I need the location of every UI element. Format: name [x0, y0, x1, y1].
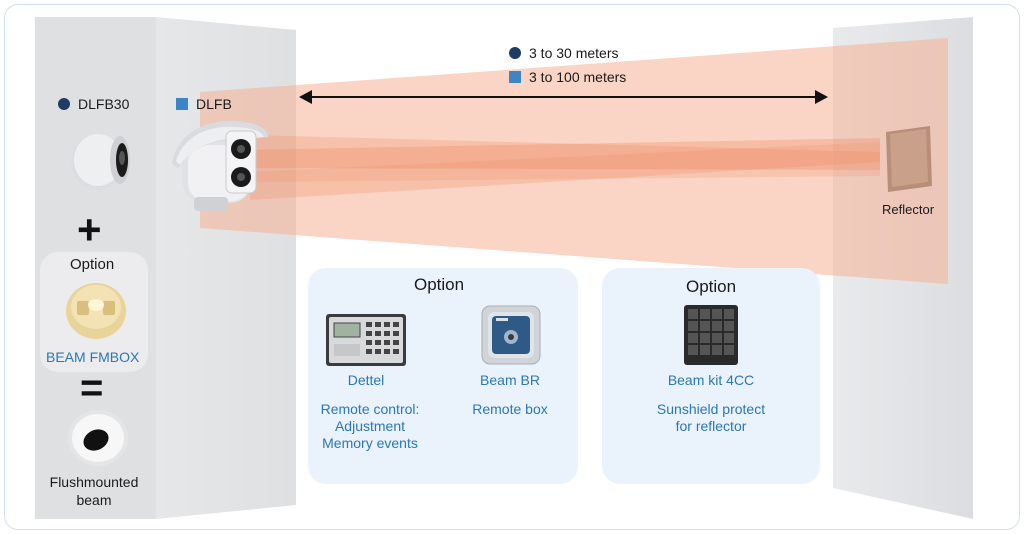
beam-kit-desc-line-1: Sunshield protect	[656, 401, 766, 417]
beam-cross-b	[250, 142, 880, 182]
fmbox-option-title: Option	[70, 256, 115, 273]
beam-br-device-image	[481, 305, 541, 365]
flushmounted-label-line-2: beam	[76, 492, 112, 509]
legend-range-100: 3 to 100 meters	[509, 69, 626, 85]
beam-br-description: Remote box	[450, 401, 570, 417]
flushmounted-label-line-1: Flushmounted	[49, 474, 139, 490]
dlfb30-label: DLFB30	[58, 96, 129, 112]
dettel-device-image	[326, 314, 406, 366]
beam-kit-desc-line-2: for reflector	[675, 418, 747, 435]
dettel-desc-line-1: Remote control:	[320, 401, 420, 417]
distance-arrow-right-head	[815, 90, 828, 104]
beam-inner	[240, 138, 880, 170]
legend-range-30: 3 to 30 meters	[509, 45, 619, 61]
beam-kit-4cc-image	[684, 305, 738, 365]
equals-symbol: =	[80, 366, 104, 410]
dettel-desc-line-2: Adjustment	[334, 418, 406, 435]
square-marker-icon	[509, 71, 521, 83]
right-option-title: Option	[686, 277, 737, 296]
beam-br-name: Beam BR	[480, 372, 540, 388]
square-marker-icon	[176, 98, 188, 110]
dot-marker-icon	[58, 98, 70, 110]
fmbox-device-image	[66, 283, 126, 339]
flushmounted-beam-image	[68, 410, 128, 466]
beam-cross-a	[250, 135, 880, 200]
dot-marker-icon	[509, 47, 521, 59]
beam-wide	[200, 38, 948, 284]
reflector-image	[886, 126, 932, 192]
reflector-label: Reflector	[882, 202, 935, 217]
dlfb-camera-image	[172, 120, 268, 211]
flushmounted-label: Flushmounted beam	[43, 474, 145, 508]
center-option-title: Option	[414, 275, 465, 294]
dlfb30-device-image	[71, 134, 130, 190]
plus-symbol: +	[77, 206, 102, 253]
right-option-panel	[602, 268, 820, 484]
dettel-name: Dettel	[347, 372, 385, 388]
dettel-description: Remote control: Adjustment Memory events	[300, 401, 440, 451]
dlfb-label: DLFB	[176, 96, 232, 112]
beam-kit-4cc-name: Beam kit 4CC	[667, 372, 755, 388]
distance-arrow-left-head	[299, 90, 312, 104]
center-option-panel	[308, 268, 578, 484]
fmbox-label: BEAM FMBOX	[46, 349, 140, 365]
dettel-desc-line-3: Memory events	[322, 435, 418, 452]
beam-kit-4cc-description: Sunshield protect for reflector	[636, 401, 786, 434]
beam-br-desc-line-1: Remote box	[472, 401, 548, 417]
